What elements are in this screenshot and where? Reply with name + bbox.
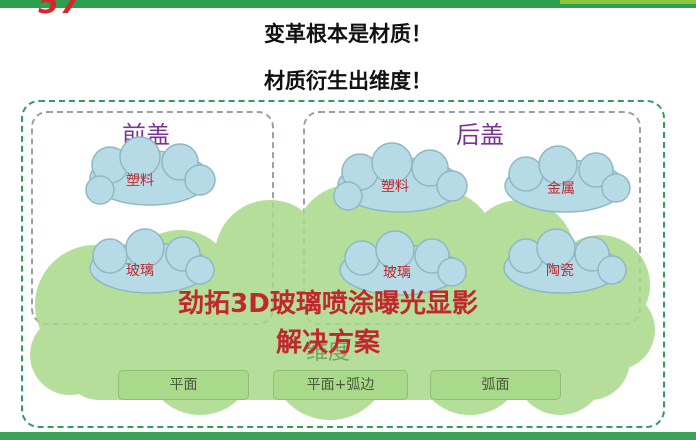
back-material-glass: 玻璃	[383, 265, 411, 281]
back-material-ceramic: 陶瓷	[546, 263, 574, 279]
top-accent-bar	[0, 0, 696, 8]
cloud-front-glass	[89, 228, 215, 294]
cloud-front-plastic	[85, 136, 216, 206]
dimension-outer-frame	[21, 100, 665, 428]
dimension-option-flat-curved-edge: 平面+弧边	[273, 370, 408, 400]
cloud-back-plastic	[333, 142, 468, 213]
solution-title-line-1: 劲拓3D玻璃喷涂曝光显影	[178, 289, 478, 319]
cloud-back-ceramic	[503, 228, 627, 294]
dimension-option-curved: 弧面	[430, 370, 561, 400]
headline-line-1: 变革根本是材质！	[264, 21, 432, 46]
back-material-metal: 金属	[547, 181, 575, 197]
front-material-plastic: 塑料	[126, 173, 154, 189]
cloud-back-glass	[339, 230, 467, 296]
cloud-back-metal	[504, 145, 631, 213]
bottom-accent-bar	[0, 432, 696, 440]
top-accent-bar-light	[560, 0, 696, 4]
dimension-option-flat: 平面	[118, 370, 249, 400]
back-cover-title: 后盖	[456, 121, 504, 149]
solution-title-line-2: 解决方案	[275, 328, 380, 358]
dimension-label: 维度	[306, 340, 351, 365]
headline-line-2: 材质衍生出维度！	[264, 68, 432, 93]
front-material-glass: 玻璃	[126, 263, 154, 279]
slide-number: 57	[38, 0, 82, 21]
back-material-plastic: 塑料	[381, 179, 409, 195]
